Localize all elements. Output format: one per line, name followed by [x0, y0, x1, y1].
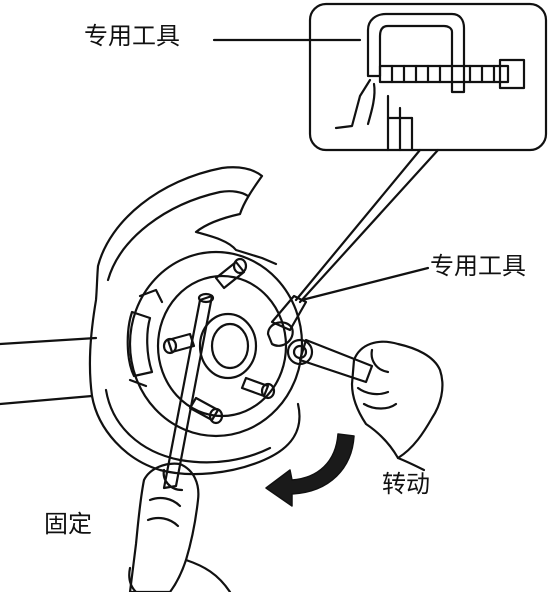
axle-shaft [0, 336, 98, 406]
label-leaders [212, 38, 430, 302]
label-rotate: 转动 [382, 470, 430, 498]
rotation-arrow [265, 433, 355, 507]
label-special-tool-right: 专用工具 [430, 252, 526, 280]
special-tool-on-hub [266, 294, 374, 384]
holding-bar [162, 292, 215, 490]
inset-detail-box [294, 2, 548, 304]
right-hand [350, 340, 444, 472]
label-fixed: 固定 [44, 510, 92, 538]
label-special-tool-top: 专用工具 [84, 22, 180, 50]
left-hand [128, 462, 232, 592]
brake-backing-plate [88, 166, 301, 476]
